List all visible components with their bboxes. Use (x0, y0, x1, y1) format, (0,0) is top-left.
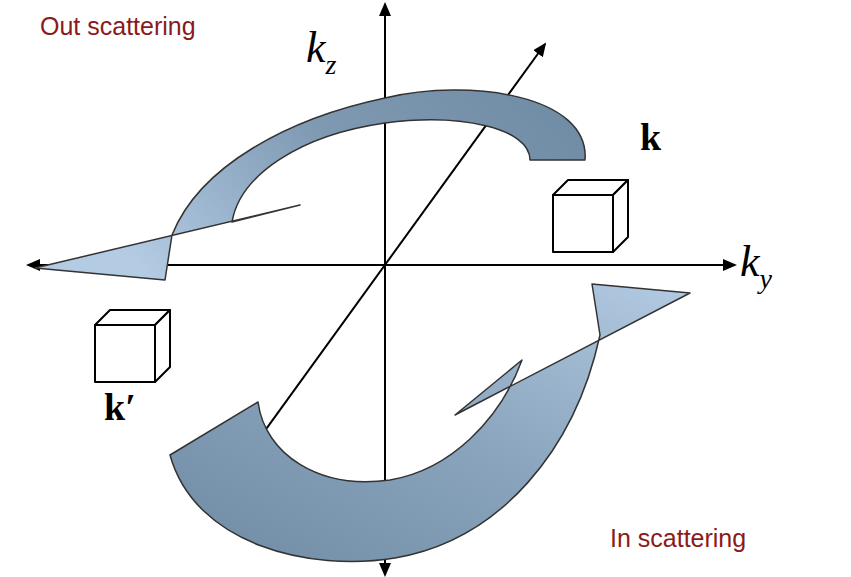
ky-axis (385, 264, 735, 266)
wavevector-label: k (640, 118, 661, 156)
annotation-label: Out scattering (40, 14, 196, 39)
annotation-label: In scattering (610, 526, 746, 551)
out-scattering-arrow (35, 90, 585, 280)
axis-label: ky (740, 240, 772, 284)
volume-cube (553, 180, 628, 252)
in-scattering-arrow (170, 284, 690, 561)
axis-subscript: z (326, 49, 337, 80)
wavevector-label: k′ (104, 388, 136, 426)
axis-label: kz (306, 26, 336, 70)
volume-cube (95, 310, 170, 382)
axis-subscript: y (760, 263, 772, 294)
